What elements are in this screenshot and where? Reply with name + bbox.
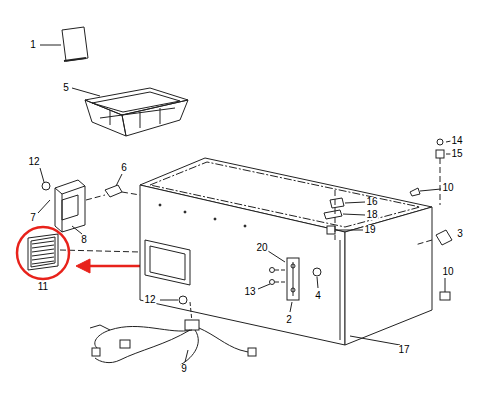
hinge-hardware [324,139,452,245]
callout-number: 12 [143,295,156,305]
wire-harness [90,296,256,365]
callout-number: 2 [285,315,293,325]
manual-card [40,27,88,61]
callout-number: 1 [29,40,37,50]
callout-number: 13 [243,287,256,297]
callout-number: 10 [441,183,454,193]
callout-number: 12 [27,157,40,167]
callout-number: 14 [450,136,463,146]
callout-number: 7 [29,213,37,223]
door-hinge [258,251,321,312]
callout-number: 6 [120,163,128,173]
callout-number: 4 [314,291,322,301]
callout-number: 15 [450,149,463,159]
cabinet [140,158,432,345]
callout-number: 16 [365,197,378,207]
grille [17,227,140,279]
callout-number: 5 [62,83,70,93]
leveling-leg [440,278,450,300]
callout-number: 10 [441,267,454,277]
callout-number: 17 [397,345,410,355]
callout-number: 11 [37,282,49,292]
callout-number: 18 [365,210,378,220]
bracket-assembly [38,168,140,234]
callout-number: 9 [180,364,188,374]
callout-number: 19 [363,225,376,235]
callout-number: 8 [80,235,88,245]
callout-number: 20 [255,243,268,253]
basket [72,88,188,136]
callout-number: 3 [456,229,464,239]
